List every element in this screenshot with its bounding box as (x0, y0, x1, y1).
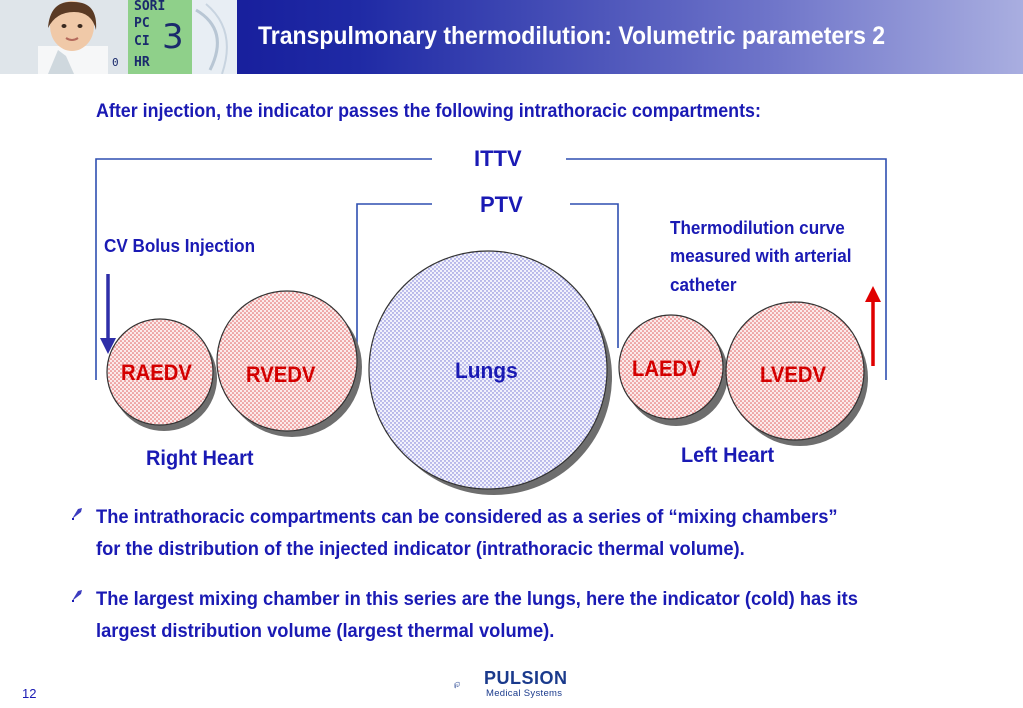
ittv-bracket (95, 158, 887, 380)
laedv-chamber (618, 314, 724, 420)
injection-arrow-icon (100, 274, 116, 354)
laedv-label: LAEDV (632, 356, 701, 381)
page-number: 12 (22, 686, 37, 701)
left-heart-label: Left Heart (681, 444, 775, 467)
ptv-label: PTV (480, 192, 523, 217)
bullet-icon (72, 508, 82, 520)
bullet-1-line-1: The intrathoracic compartments can be co… (96, 506, 838, 528)
monitor-label-hr: HR (134, 55, 150, 70)
intro-text: After injection, the indicator passes th… (96, 101, 761, 122)
bullet-1-line-2: for the distribution of the injected ind… (96, 538, 745, 560)
rvedv-label: RVEDV (246, 362, 316, 387)
logo-subtitle: Medical Systems (486, 688, 563, 699)
raedv-chamber (106, 318, 214, 426)
curve-label-line-2: measured with arterial (670, 246, 852, 266)
lungs-label: Lungs (455, 358, 518, 383)
lvedv-label: LVEDV (760, 362, 826, 387)
ptv-bracket (356, 203, 619, 348)
monitor-small-value: 0 (112, 56, 119, 69)
pulsion-logo-icon (454, 681, 460, 689)
bullet-1: The intrathoracic compartments can be co… (96, 501, 998, 565)
lungs-chamber (368, 250, 608, 490)
curve-label-line-3: catheter (670, 275, 737, 295)
monitor-label-pc: PC (134, 16, 150, 31)
bullet-2-line-1: The largest mixing chamber in this serie… (96, 588, 858, 610)
monitor-label-ci: CI (134, 34, 150, 49)
bullet-2: The largest mixing chamber in this serie… (96, 583, 998, 647)
raedv-label: RAEDV (121, 360, 192, 385)
curve-label-line-1: Thermodilution curve (670, 218, 845, 238)
slide-header: SORI PC CI HR 0 3 Transpulmonary thermod… (0, 0, 1023, 74)
ittv-label: ITTV (474, 146, 522, 171)
monitor-label-sori: SORI (134, 0, 165, 14)
bullet-2-line-2: largest distribution volume (largest the… (96, 620, 555, 642)
slide-title: Transpulmonary thermodilution: Volumetri… (258, 22, 886, 50)
right-heart-label: Right Heart (146, 447, 254, 470)
lvedv-chamber (725, 301, 865, 441)
injection-label: CV Bolus Injection (104, 236, 256, 256)
bullet-icon (72, 590, 82, 602)
monitor-value: 3 (162, 17, 184, 57)
rvedv-chamber (216, 290, 358, 432)
logo-name: PULSION (484, 668, 568, 688)
measurement-arrow-icon (865, 286, 881, 366)
header-photo: SORI PC CI HR 0 3 (0, 0, 237, 74)
